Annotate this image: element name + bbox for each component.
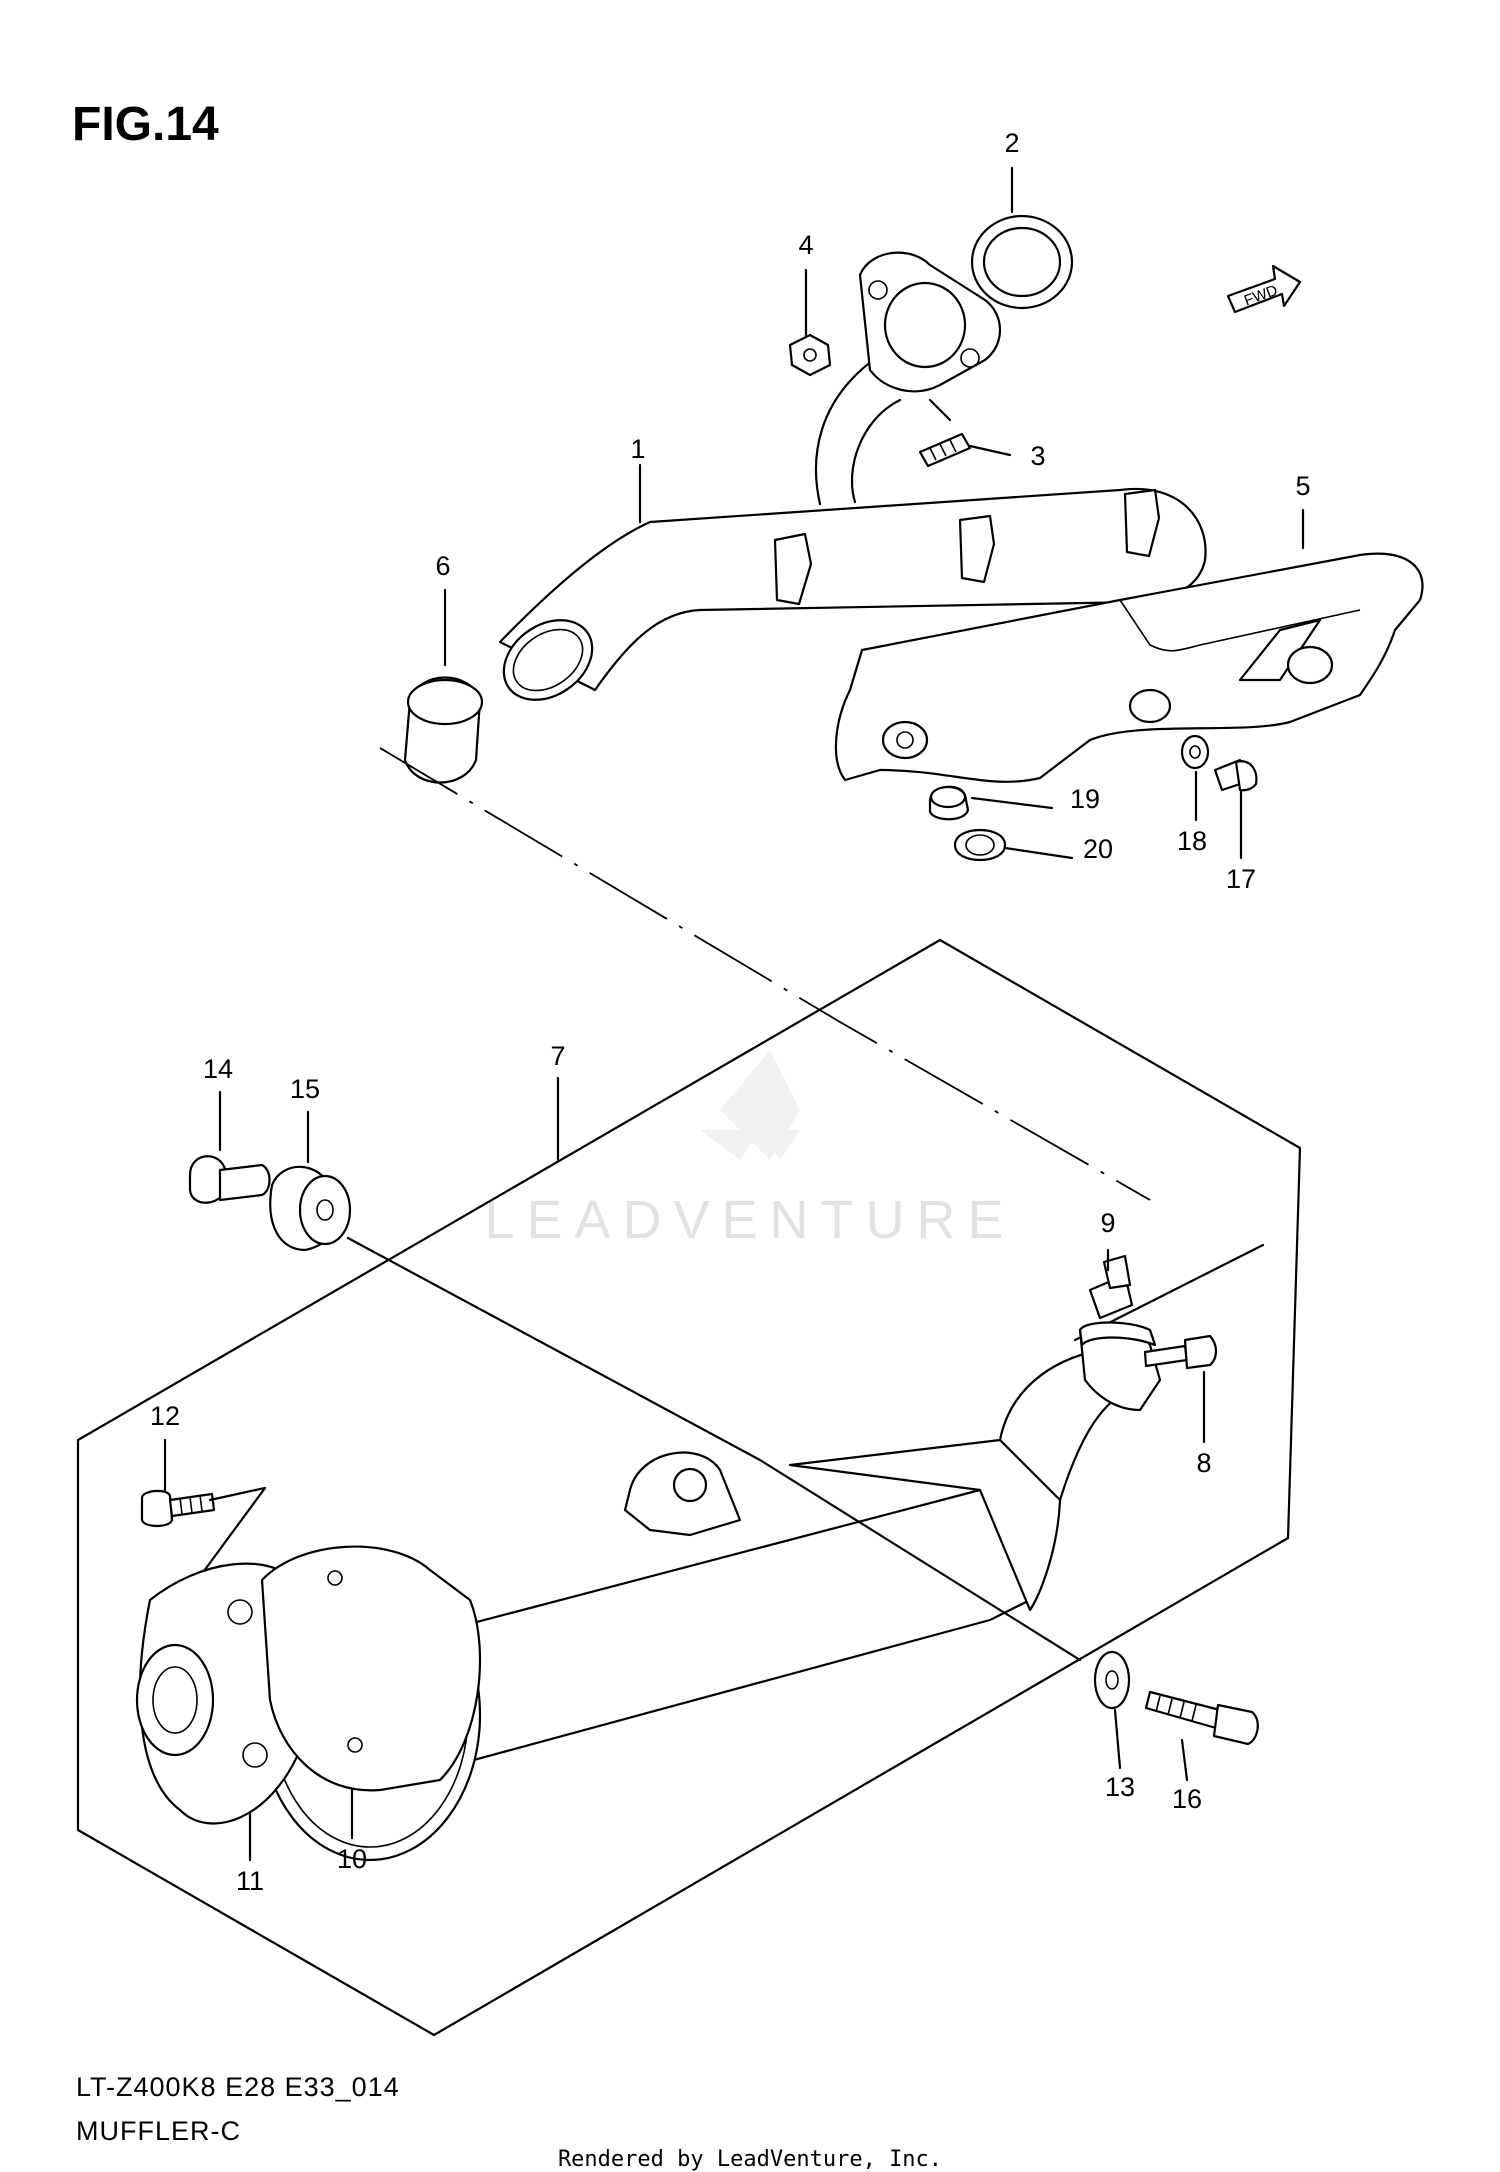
callout-11: 11 [236, 1866, 264, 1896]
callout-4: 4 [798, 230, 813, 260]
section-name: MUFFLER-C [76, 2116, 241, 2146]
fwd-arrow-icon: FWD [1226, 264, 1302, 314]
stud-bolt-part [918, 432, 972, 468]
washer-13-part [1093, 1650, 1131, 1710]
callout-10: 10 [337, 1844, 367, 1874]
muffler-protector-part [834, 552, 1424, 783]
cushion-19-part [928, 785, 970, 821]
clamp-part [1078, 1254, 1157, 1347]
leader-line [346, 1236, 1082, 1662]
callout-13: 13 [1105, 1772, 1135, 1802]
assembly-frame [76, 938, 1302, 2037]
fwd-label: FWD [1242, 282, 1280, 310]
pipe-flange-part [858, 251, 1001, 393]
callout-19: 19 [1070, 784, 1100, 814]
figure-title: FIG.14 [72, 98, 219, 151]
joint-gasket-part [403, 676, 484, 784]
bolt-17-part [1213, 758, 1258, 792]
bolt-14-part [188, 1155, 271, 1204]
model-code: LT-Z400K8 E28 E33_014 [76, 2072, 400, 2102]
exhaust-pipe-part [498, 353, 1207, 701]
rendered-by: Rendered by LeadVenture, Inc. [558, 2147, 942, 2172]
callout-17: 17 [1226, 864, 1256, 894]
assembly-line [379, 747, 1151, 1201]
callout-8: 8 [1196, 1448, 1211, 1478]
callout-leaders [163, 166, 1305, 1862]
callout-14: 14 [203, 1054, 233, 1084]
callout-9: 9 [1100, 1208, 1115, 1238]
end-gasket-part [260, 1545, 482, 1792]
bolt-8-part [1143, 1334, 1218, 1370]
callout-6: 6 [435, 551, 450, 581]
watermark-logo [700, 1050, 800, 1160]
callout-16: 16 [1172, 1784, 1202, 1814]
callout-12: 12 [150, 1401, 180, 1431]
bolt-12-part [140, 1489, 216, 1528]
bush-20-part [953, 828, 1007, 862]
callout-15: 15 [290, 1074, 320, 1104]
watermark-text: LEADVENTURE [484, 1190, 1015, 1250]
callout-18: 18 [1177, 826, 1207, 856]
callout-20: 20 [1083, 834, 1113, 864]
washer-18-part [1180, 734, 1210, 770]
bush-15-part [269, 1165, 352, 1252]
bolt-16-part [1144, 1690, 1259, 1746]
callout-7: 7 [550, 1041, 565, 1071]
callout-3: 3 [1030, 441, 1045, 471]
gasket-part [970, 214, 1074, 310]
callout-5: 5 [1295, 471, 1310, 501]
callout-1: 1 [630, 434, 645, 464]
nut-part [788, 333, 832, 377]
callout-2: 2 [1004, 128, 1019, 158]
